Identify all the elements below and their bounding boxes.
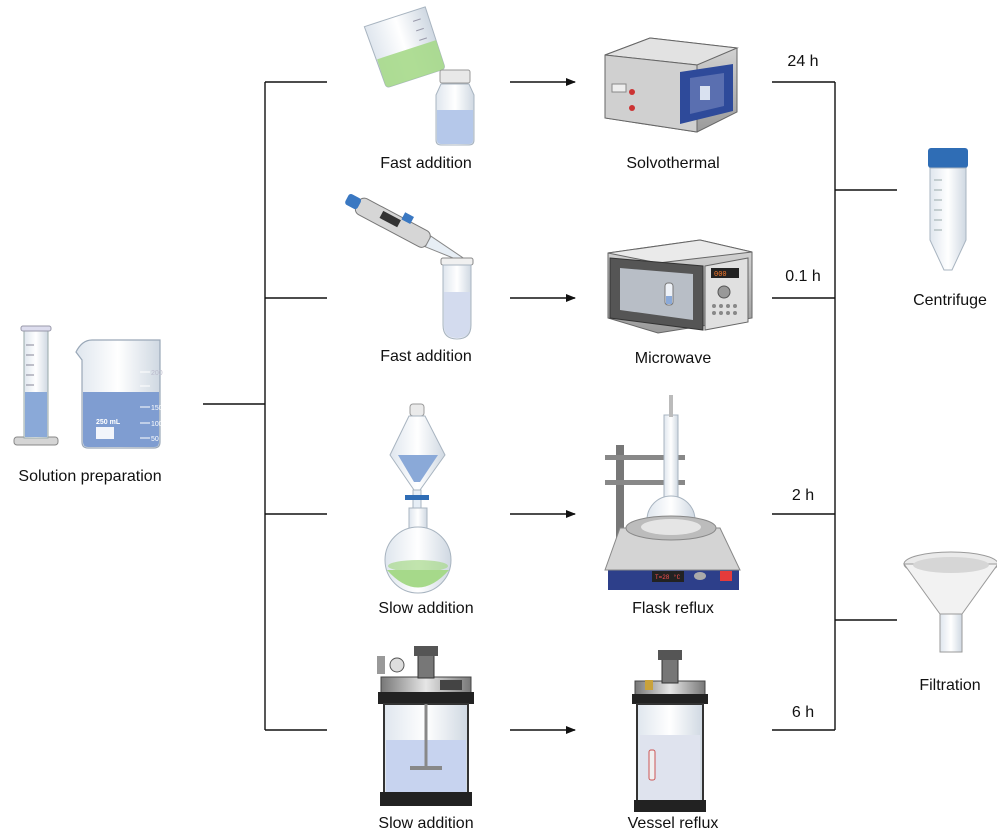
microwave-icon: 000 <box>607 239 753 334</box>
beaker-tick-150: 150 <box>151 405 163 412</box>
graduated-cylinder-icon <box>13 325 59 446</box>
label-addition-1: Fast addition <box>380 155 472 172</box>
reaction-vessel-icon <box>377 646 474 806</box>
label-method-3: Flask reflux <box>632 600 714 617</box>
beaker-icon: 200 150 100 50 250 mL <box>75 339 163 449</box>
label-filtration: Filtration <box>919 677 981 694</box>
test-tube-icon <box>440 257 474 340</box>
flask-reflux-icon: T=28 °C <box>604 395 741 590</box>
connector-lines <box>203 78 897 734</box>
solvothermal-oven-icon <box>604 37 739 133</box>
label-addition-4: Slow addition <box>378 815 474 832</box>
beaker-tick-100: 100 <box>151 421 163 428</box>
time-1: 24 h <box>787 53 819 70</box>
beaker-tick-200: 200 <box>151 370 163 377</box>
vessel-reflux-icon <box>632 650 708 812</box>
time-4: 6 h <box>791 704 815 721</box>
time-3: 2 h <box>791 487 815 504</box>
hotplate-display: T=28 °C <box>655 574 681 581</box>
label-method-4: Vessel reflux <box>627 815 719 832</box>
microwave-display: 000 <box>714 271 727 279</box>
label-method-2: Microwave <box>634 350 712 367</box>
beaker-volume-label: 250 mL <box>96 419 121 426</box>
pouring-beaker-icon <box>363 6 445 88</box>
beaker-tick-50: 50 <box>151 436 159 443</box>
label-addition-2: Fast addition <box>380 348 472 365</box>
pipette-icon <box>345 194 464 262</box>
label-addition-3: Slow addition <box>378 600 474 617</box>
time-2: 0.1 h <box>785 268 821 285</box>
centrifuge-tube-icon <box>928 148 968 271</box>
separatory-funnel-icon <box>389 403 446 509</box>
vial-icon <box>435 69 475 146</box>
label-solution-preparation: Solution preparation <box>18 468 162 485</box>
label-method-1: Solvothermal <box>626 155 720 172</box>
label-centrifuge: Centrifuge <box>913 292 987 309</box>
round-flask-icon <box>384 507 452 594</box>
filtration-funnel-icon <box>903 551 997 653</box>
